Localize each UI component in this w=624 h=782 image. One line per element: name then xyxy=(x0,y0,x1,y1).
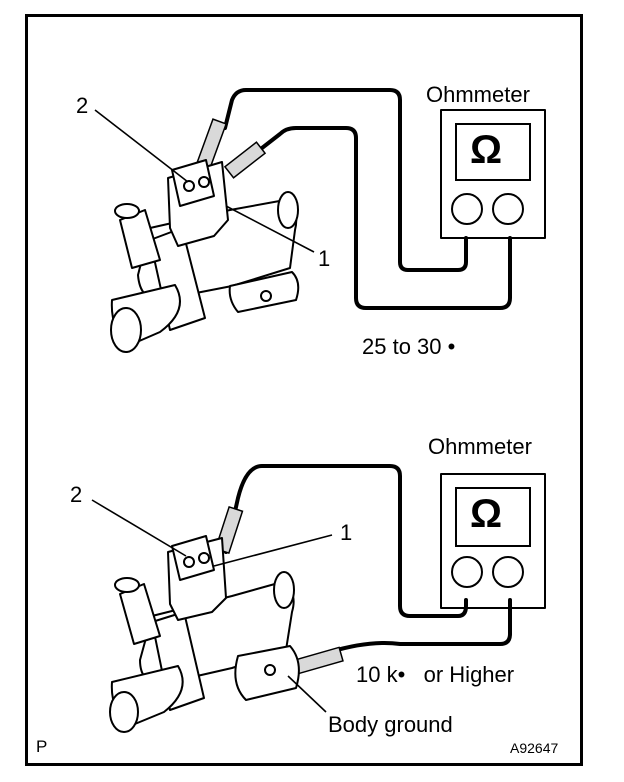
body-ground-label: Body ground xyxy=(328,712,453,737)
top-ohm-symbol: Ω xyxy=(470,128,503,172)
top-resistance-value: 25 to 30 • xyxy=(362,334,456,359)
corner-mark-p: P xyxy=(36,737,48,756)
bottom-ohmmeter xyxy=(440,473,546,609)
top-ohmmeter-label: Ohmmeter xyxy=(426,82,530,107)
top-vsv-valve xyxy=(110,159,300,353)
bottom-vsv-valve xyxy=(109,535,300,733)
figure-frame xyxy=(25,14,583,766)
top-test-leads xyxy=(194,88,512,310)
bottom-terminal-1-label: 1 xyxy=(340,520,353,545)
bottom-resistance-value: 10 k• or Higher xyxy=(356,662,515,687)
top-leader-lines xyxy=(94,109,315,253)
bottom-ohm-symbol: Ω xyxy=(470,492,503,536)
bottom-ohmmeter-label: Ohmmeter xyxy=(428,434,532,459)
top-ohmmeter xyxy=(440,109,546,239)
top-terminal-1-label: 1 xyxy=(318,246,331,271)
figure-id: A92647 xyxy=(510,740,559,756)
bottom-leader-lines xyxy=(91,499,333,713)
bottom-terminal-2-label: 2 xyxy=(70,482,83,507)
top-terminal-2-label: 2 xyxy=(76,93,89,118)
